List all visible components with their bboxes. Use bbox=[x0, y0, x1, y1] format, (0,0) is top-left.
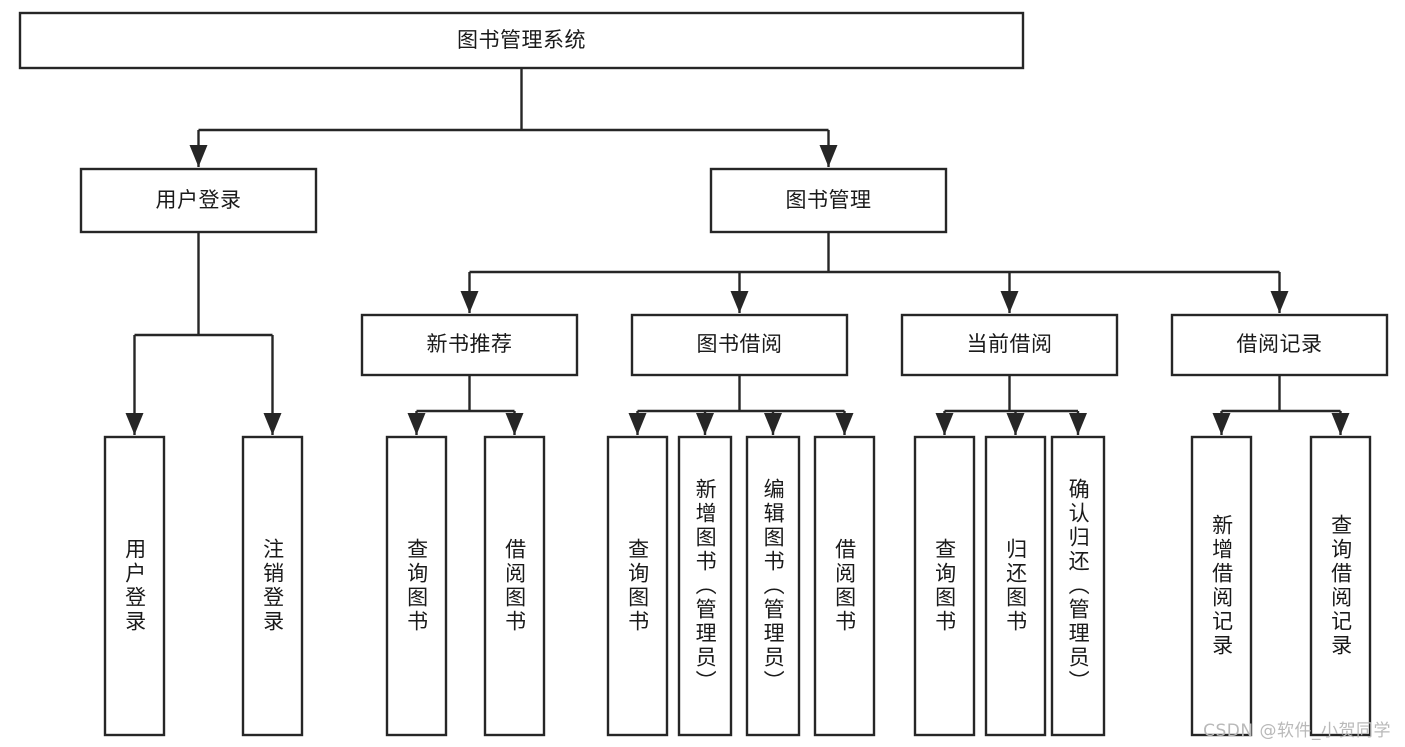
leaf-node-box[interactable] bbox=[1190, 435, 1253, 737]
leaf-node-box[interactable] bbox=[241, 435, 304, 737]
arrow-head-icon bbox=[505, 413, 524, 435]
arrow-head-icon bbox=[1006, 413, 1025, 435]
leaf-node-box[interactable] bbox=[606, 435, 669, 737]
level2-node-box[interactable] bbox=[79, 167, 318, 234]
connector-lines bbox=[125, 68, 1350, 435]
leaf-node-box[interactable] bbox=[677, 435, 733, 737]
leaf-node-box[interactable] bbox=[103, 435, 166, 737]
arrow-head-icon bbox=[696, 413, 714, 435]
arrow-head-icon bbox=[835, 413, 854, 435]
arrow-head-icon bbox=[1069, 413, 1087, 435]
node-boxes bbox=[18, 11, 1389, 737]
leaf-node-box[interactable] bbox=[385, 435, 448, 737]
leaf-node-box[interactable] bbox=[984, 435, 1047, 737]
leaf-node-box[interactable] bbox=[813, 435, 876, 737]
arrow-head-icon bbox=[819, 145, 838, 167]
arrow-head-icon bbox=[730, 291, 749, 313]
arrow-head-icon bbox=[189, 145, 208, 167]
root-node-box[interactable] bbox=[18, 11, 1025, 70]
arrow-head-icon bbox=[764, 413, 782, 435]
level3-node-box[interactable] bbox=[900, 313, 1119, 377]
arrow-head-icon bbox=[125, 413, 144, 435]
arrow-head-icon bbox=[628, 413, 647, 435]
level3-node-box[interactable] bbox=[1170, 313, 1389, 377]
watermark-text: CSDN @软件_小贺同学 bbox=[1203, 721, 1391, 741]
arrow-head-icon bbox=[1000, 291, 1019, 313]
level3-node-box[interactable] bbox=[360, 313, 579, 377]
arrow-head-icon bbox=[1270, 291, 1289, 313]
leaf-node-box[interactable] bbox=[745, 435, 801, 737]
leaf-node-box[interactable] bbox=[913, 435, 976, 737]
leaf-node-box[interactable] bbox=[1050, 435, 1106, 737]
level3-node-box[interactable] bbox=[630, 313, 849, 377]
arrow-head-icon bbox=[460, 291, 479, 313]
arrow-head-icon bbox=[1331, 413, 1350, 435]
arrow-head-icon bbox=[1212, 413, 1231, 435]
leaf-node-box[interactable] bbox=[483, 435, 546, 737]
arrow-head-icon bbox=[407, 413, 426, 435]
arrow-head-icon bbox=[263, 413, 282, 435]
level2-node-box[interactable] bbox=[709, 167, 948, 234]
leaf-node-box[interactable] bbox=[1309, 435, 1372, 737]
arrow-head-icon bbox=[935, 413, 954, 435]
